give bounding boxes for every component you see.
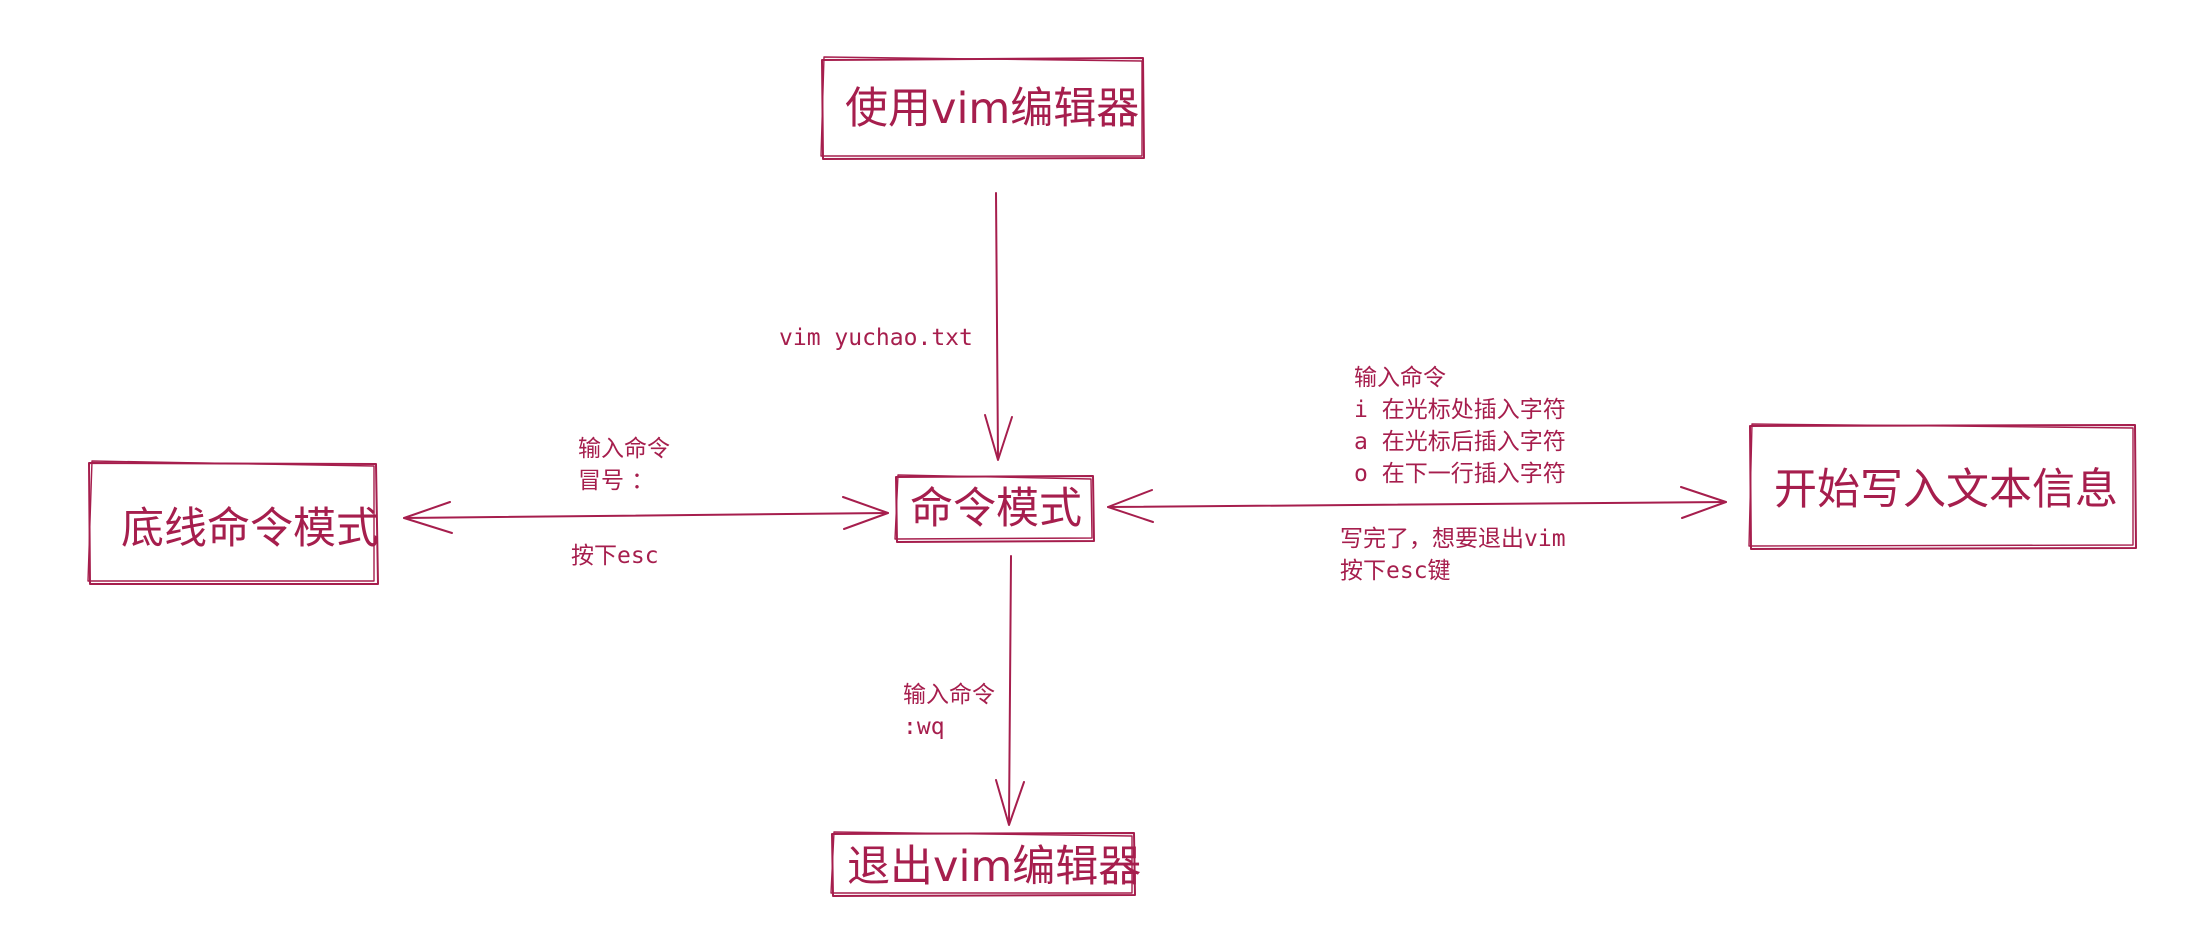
arrow-command-to-exit <box>995 555 1025 826</box>
edge-label-bottom-to-command: 按下esc <box>571 540 659 572</box>
arrow-command-insert <box>1107 486 1727 523</box>
node-bottom-line-mode-label: 底线命令模式 <box>121 504 379 554</box>
edge-label-line: 输入命令 <box>1354 365 1446 391</box>
edge-label-line: a 在光标后插入字符 <box>1354 429 1566 455</box>
edge-label-line: 按下esc键 <box>1340 558 1451 584</box>
box-insert-mode <box>1748 423 2137 550</box>
edge-label-insert-to-command: 写完了，想要退出vim 按下esc键 <box>1340 523 1566 587</box>
box-bottom-line-mode <box>87 460 379 585</box>
box-exit <box>830 831 1136 897</box>
edge-label-line: 输入命令 <box>578 436 670 462</box>
edge-label-line: 按下esc <box>571 543 659 569</box>
arrow-start-to-command <box>984 192 1013 461</box>
arrow-bottom-command <box>403 496 889 534</box>
edge-label-line: :wq <box>903 714 945 740</box>
box-command-mode <box>894 474 1095 543</box>
edge-label-line: 输入命令 <box>903 682 995 708</box>
edge-label-line: vim yuchao.txt <box>779 325 973 351</box>
edge-label-command-to-insert: 输入命令 i 在光标处插入字符 a 在光标后插入字符 o 在下一行插入字符 <box>1354 362 1566 490</box>
edge-label-start-to-command: vim yuchao.txt <box>779 322 973 354</box>
edge-label-line: o 在下一行插入字符 <box>1354 461 1566 487</box>
node-insert-mode-label: 开始写入文本信息 <box>1774 465 2118 515</box>
box-start <box>820 56 1145 160</box>
edge-label-command-to-bottom: 输入命令 冒号 ： <box>578 433 670 497</box>
edge-label-bottom-to-exit: 输入命令 :wq <box>903 679 995 743</box>
edge-label-line: 写完了，想要退出vim <box>1340 526 1566 552</box>
node-exit-label: 退出vim编辑器 <box>847 842 1142 892</box>
node-start-label: 使用vim编辑器 <box>845 84 1140 134</box>
node-command-mode-label: 命令模式 <box>910 484 1082 534</box>
edge-label-line: 冒号 ： <box>578 468 655 494</box>
edge-label-line: i 在光标处插入字符 <box>1354 397 1566 423</box>
